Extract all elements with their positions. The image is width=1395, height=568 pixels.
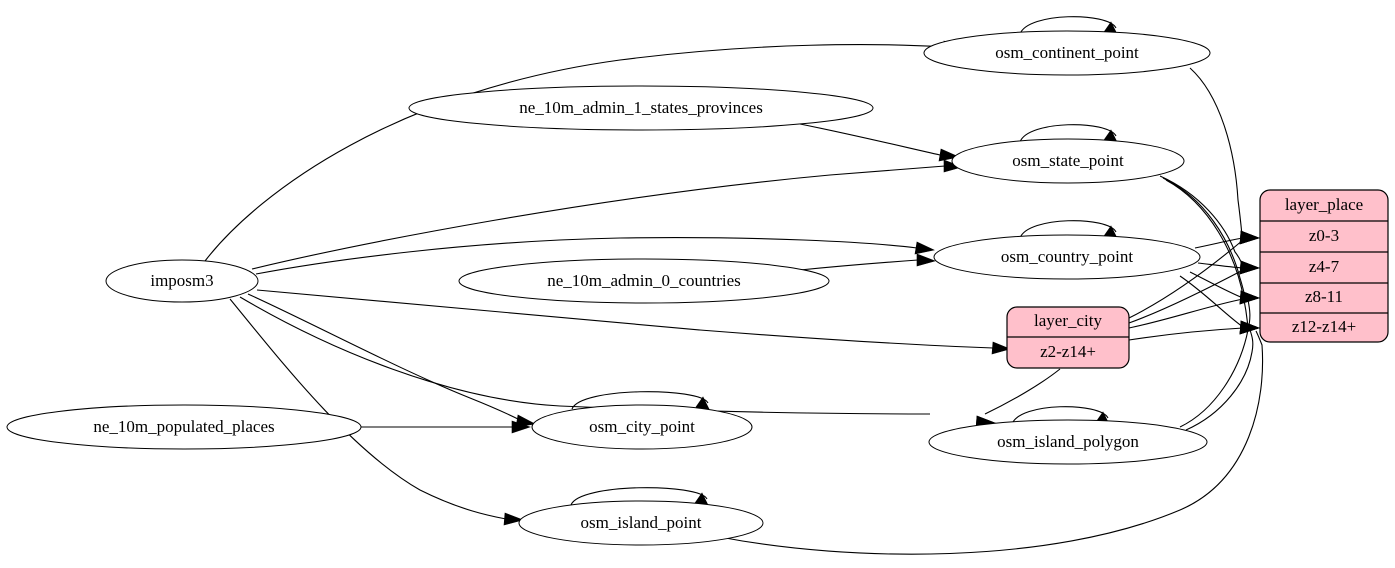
record-row-layer-place-z12-z14[interactable]: z12-z14+ — [1292, 317, 1356, 336]
record-row-layer-place-z0-3[interactable]: z0-3 — [1309, 226, 1339, 245]
edge-layer-city-to-osm-island-polygon — [984, 368, 1061, 415]
node-imposm3[interactable]: imposm3 — [105, 259, 259, 303]
node-osm-country-point[interactable]: osm_country_point — [933, 234, 1201, 280]
edge-ne-countries-to-osm-country-point — [799, 259, 919, 271]
node-label-osm-continent-point: osm_continent_point — [995, 43, 1139, 62]
node-label-ne-countries: ne_10m_admin_0_countries — [547, 271, 741, 290]
edge-osm-island-polygon-to-layer-place-z12-z14 — [1185, 329, 1254, 431]
edge-layer-city-to-layer-place-z4-7 — [1128, 269, 1244, 324]
edge-osm-state-point-to-layer-place-z12-z14 — [1165, 179, 1249, 328]
edge-ne-states-to-osm-state-point — [799, 123, 941, 156]
node-osm-continent-point[interactable]: osm_continent_point — [923, 30, 1211, 76]
arrowhead — [991, 341, 1011, 355]
edge-imposm3-to-osm-country-point — [255, 237, 918, 275]
arrowhead — [1239, 320, 1260, 335]
record-node-layer-place[interactable]: layer_place z0-3 z4-7 z8-11 z12-z14+ — [1259, 189, 1389, 343]
record-row-layer-city-title: layer_city — [1034, 311, 1102, 330]
edge-imposm3-to-osm-island-polygon — [239, 296, 931, 415]
edge-osm-country-point-to-layer-place-z0-3 — [1194, 237, 1244, 249]
node-osm-state-point[interactable]: osm_state_point — [951, 138, 1185, 184]
edge-layer-city-to-layer-place-z12-z14 — [1128, 327, 1244, 341]
node-label-imposm3: imposm3 — [150, 271, 213, 290]
node-label-ne-states: ne_10m_admin_1_states_provinces — [519, 98, 763, 117]
arrowhead — [1239, 260, 1260, 275]
node-ne-10m-populated-places[interactable]: ne_10m_populated_places — [6, 404, 362, 450]
node-label-osm-island-point: osm_island_point — [581, 513, 702, 532]
node-osm-island-polygon[interactable]: osm_island_polygon — [928, 419, 1208, 465]
edge-osm-country-point-to-layer-place-z12-z14 — [1179, 275, 1244, 328]
edge-osm-country-point-to-layer-place-z8-11 — [1189, 271, 1244, 299]
arrowhead — [914, 241, 935, 255]
node-label-ne-populated: ne_10m_populated_places — [93, 417, 274, 436]
edge-imposm3-to-osm-continent-point — [204, 44, 946, 262]
arrowhead — [1239, 290, 1260, 305]
arrowhead — [916, 253, 936, 267]
edge-imposm3-to-osm-city-point — [247, 293, 521, 421]
record-row-layer-place-z4-7[interactable]: z4-7 — [1309, 257, 1340, 276]
node-osm-city-point[interactable]: osm_city_point — [531, 404, 753, 450]
edge-osm-country-point-to-layer-place-z4-7 — [1197, 262, 1244, 269]
edge-layer-city-to-layer-place-z0-3 — [1128, 239, 1244, 319]
node-label-osm-country-point: osm_country_point — [1001, 247, 1133, 266]
edge-imposm3-to-layer-city — [256, 289, 994, 349]
node-osm-island-point[interactable]: osm_island_point — [518, 500, 764, 546]
node-label-osm-city-point: osm_city_point — [589, 417, 695, 436]
edge-osm-island-polygon-to-layer-place-z8-11 — [1179, 299, 1251, 428]
node-ne-10m-admin-1-states-provinces[interactable]: ne_10m_admin_1_states_provinces — [408, 85, 874, 131]
node-label-osm-island-polygon: osm_island_polygon — [997, 432, 1139, 451]
arrowhead — [1239, 230, 1260, 245]
arrowhead — [511, 420, 531, 434]
record-row-layer-place-z8-11[interactable]: z8-11 — [1305, 287, 1343, 306]
record-layer: layer_city z2-z14+ layer_place z0-3 z4-7… — [1006, 189, 1389, 369]
edge-self-loop-osm-island-point — [570, 487, 708, 506]
edge-imposm3-to-osm-state-point — [251, 165, 946, 270]
record-row-layer-place-title: layer_place — [1285, 195, 1363, 214]
node-ne-10m-admin-0-countries[interactable]: ne_10m_admin_0_countries — [458, 258, 830, 304]
node-layer: imposm3 ne_10m_admin_1_states_provinces … — [6, 30, 1211, 546]
node-label-osm-state-point: osm_state_point — [1012, 151, 1124, 170]
edge-osm-island-point-to-layer-place-z12-z14 — [719, 330, 1264, 555]
edge-self-loop-osm-city-point — [571, 391, 709, 410]
edge-osm-state-point-to-layer-place-z8-11 — [1162, 177, 1246, 298]
record-row-layer-city-z2-z14[interactable]: z2-z14+ — [1040, 342, 1096, 361]
arrowhead — [503, 512, 524, 526]
edge-osm-continent-point-to-layer-place-z0-3 — [1189, 67, 1243, 236]
record-node-layer-city[interactable]: layer_city z2-z14+ — [1006, 306, 1130, 369]
edge-imposm3-to-osm-island-point — [229, 298, 507, 520]
edge-layer-city-to-layer-place-z8-11 — [1128, 298, 1244, 329]
